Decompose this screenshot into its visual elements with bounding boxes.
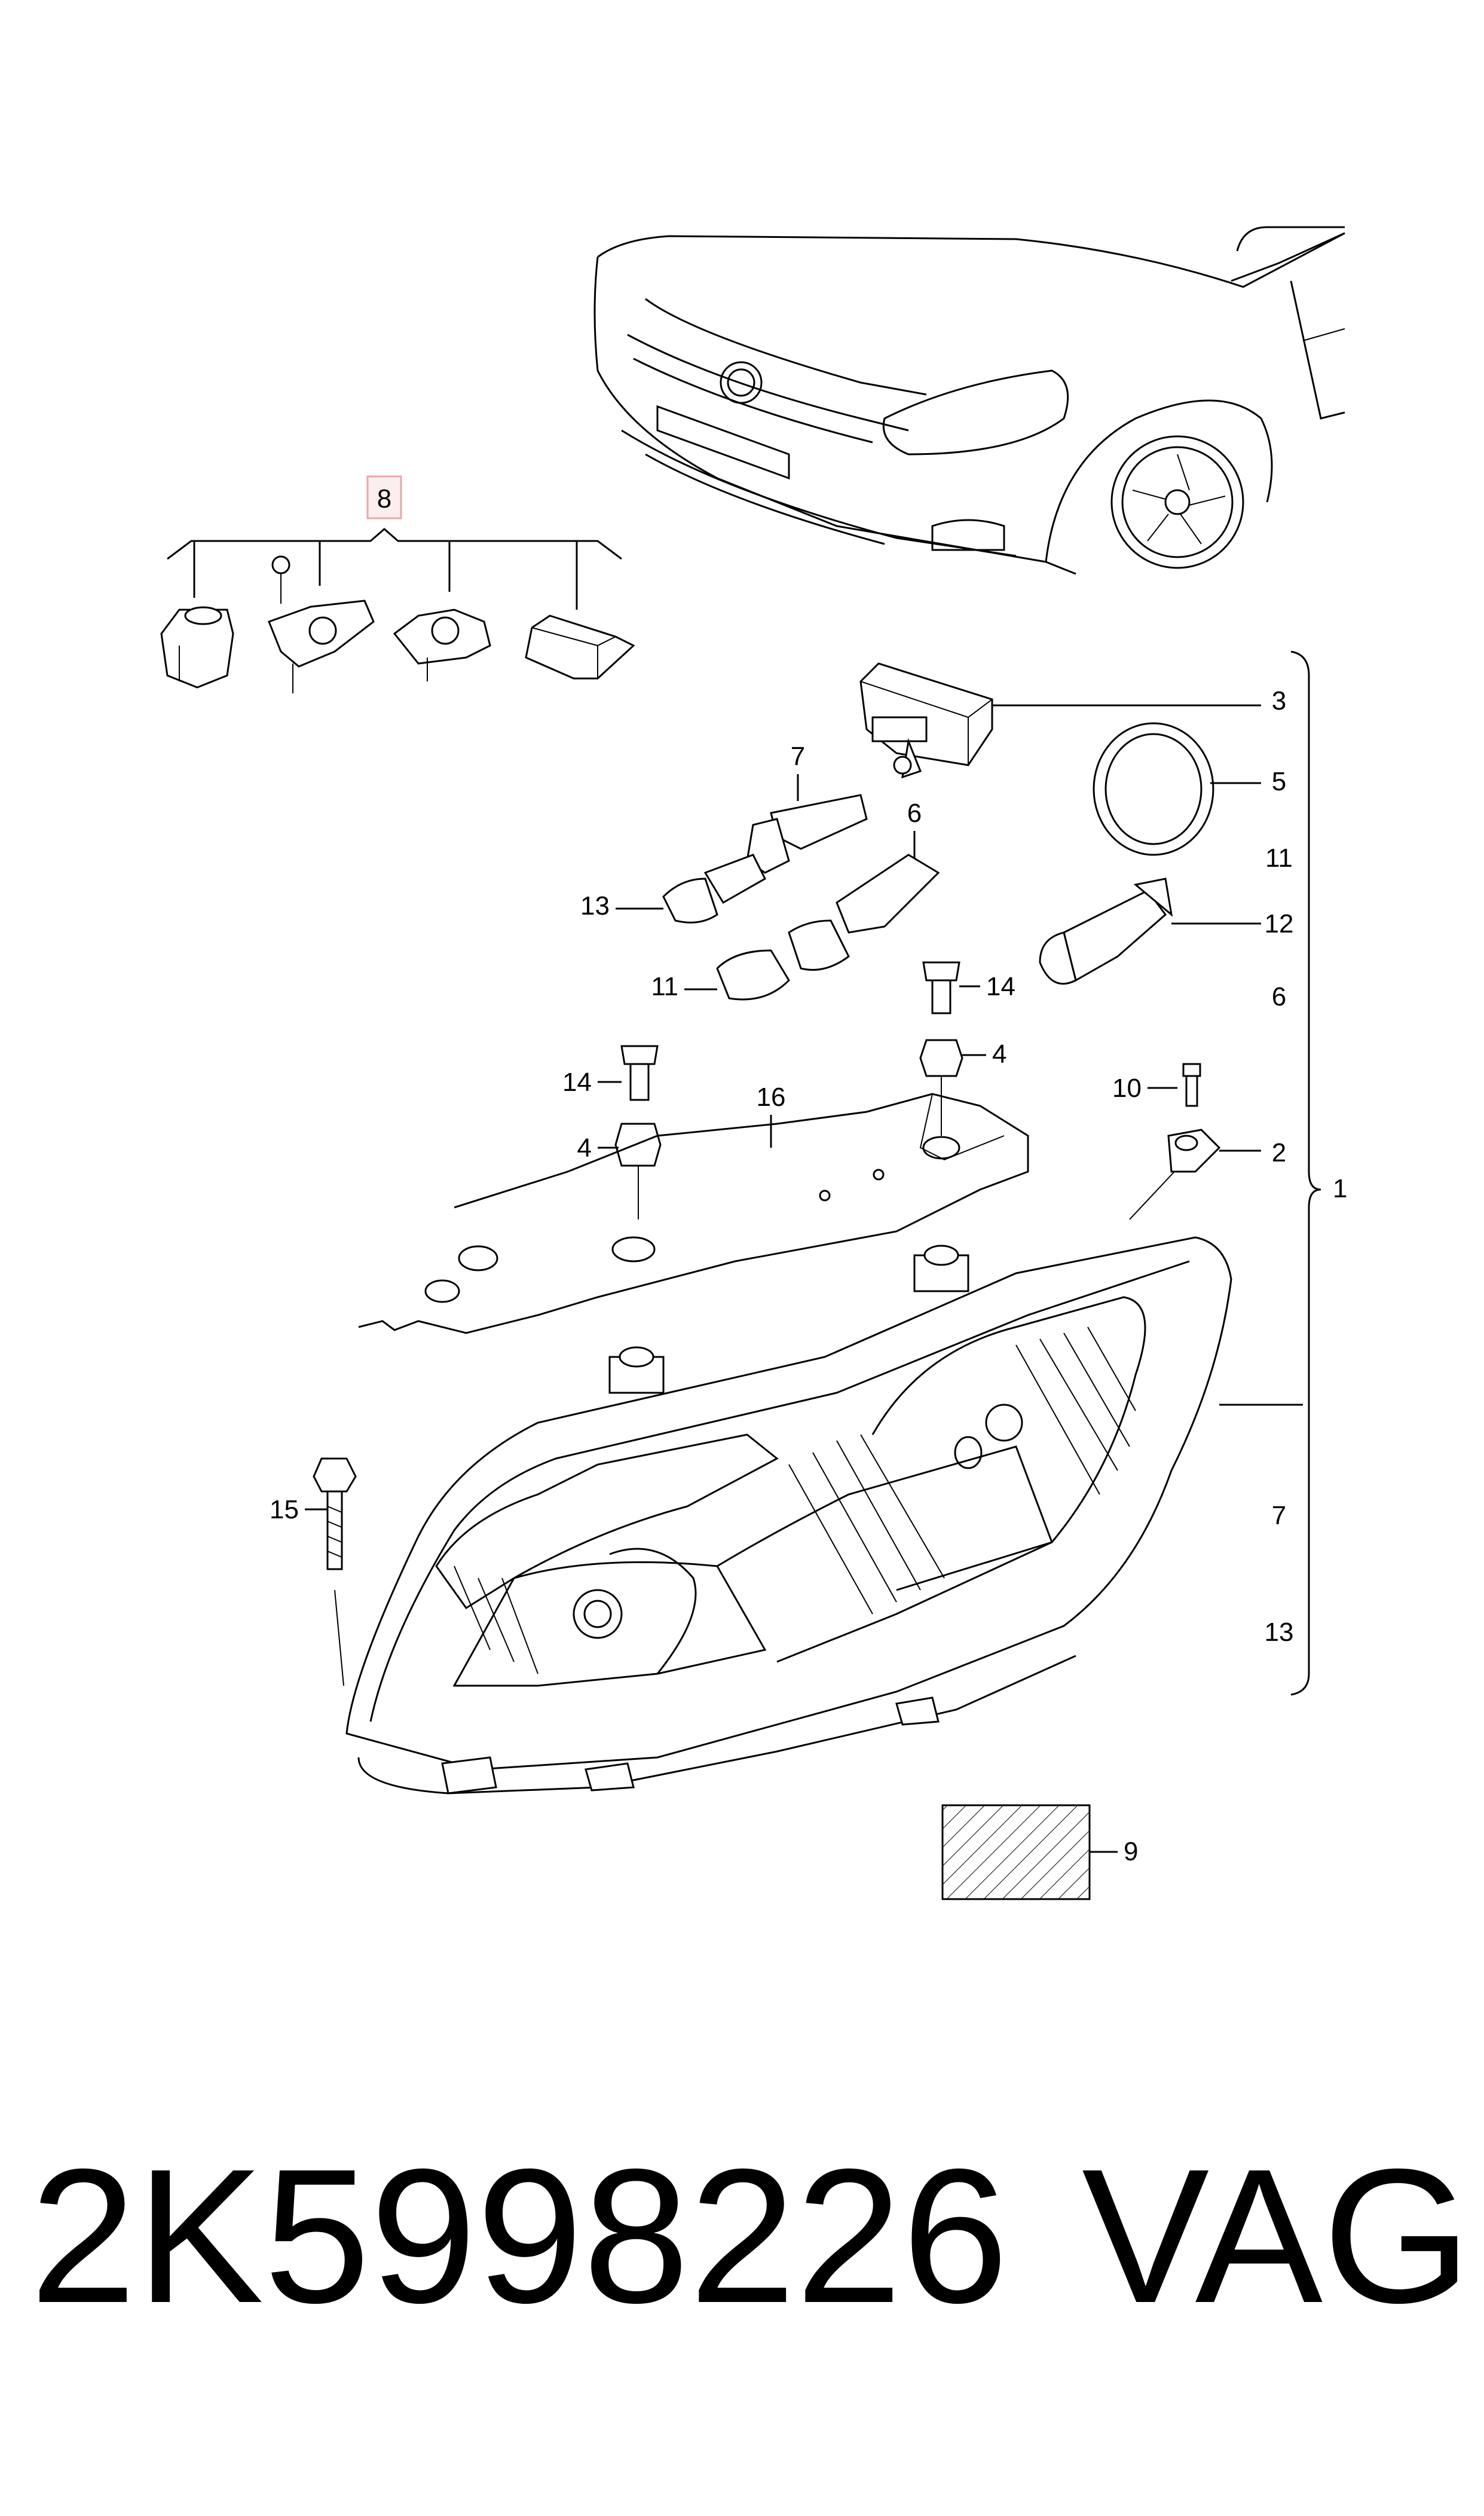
callout-15: 15 (270, 1495, 299, 1524)
callout-10: 10 (1112, 1074, 1142, 1103)
callout-8: 8 (377, 484, 391, 513)
screw-and-nut-left: 14 4 (562, 1045, 662, 1219)
car-front-illustration (593, 226, 1345, 575)
callout-3: 3 (1272, 686, 1286, 716)
callout-2: 2 (1272, 1138, 1286, 1167)
callout-12: 12 (1265, 909, 1294, 938)
callout-7-left: 7 (791, 742, 805, 771)
part-15-bolt: 15 (270, 1457, 357, 1686)
bracket-group-8: 8 (160, 475, 635, 693)
callout-11: 11 (1265, 843, 1293, 873)
assembly-bracket-1: 1 3 5 11 12 6 2 7 13 (1265, 650, 1347, 1696)
callout-13: 13 (1265, 1618, 1294, 1647)
hatched-label-rect (941, 1804, 1091, 1900)
screw-and-nut-right: 14 4 (919, 961, 1015, 1136)
callout-4-left: 4 (577, 1133, 592, 1163)
part-5-cap-ring (1093, 722, 1261, 856)
part-9-label: 9 (941, 1804, 1138, 1900)
part-16-mounting-panel: 16 (358, 1083, 1029, 1334)
callout-16: 16 (757, 1083, 786, 1112)
callout-11-left: 11 (651, 972, 678, 1001)
headlight-assembly (345, 1236, 1303, 1794)
brand-name: VAG (1082, 2129, 1472, 2343)
callout-4-right: 4 (992, 1040, 1006, 1069)
part-3-level-motor (859, 662, 1261, 779)
callout-9: 9 (1124, 1837, 1138, 1866)
screw-and-clip-10-2: 10 (1112, 1063, 1261, 1220)
part-number: 2K5998226 (30, 2129, 1009, 2343)
part-12-h4-bulb (1039, 878, 1261, 985)
callout-1: 1 (1333, 1174, 1347, 1203)
callout-8-highlight-box (366, 475, 402, 519)
callout-14-left: 14 (562, 1068, 592, 1097)
callout-6-left: 6 (907, 799, 922, 828)
callout-5: 5 (1272, 767, 1286, 796)
part-7-bulb-holder: 7 13 (580, 742, 868, 924)
part-6-bulb-holder: 6 11 (651, 799, 940, 1001)
callout-14-right: 14 (986, 972, 1015, 1001)
callout-13-left: 13 (580, 891, 610, 921)
callout-7: 7 (1272, 1501, 1286, 1530)
callout-6: 6 (1272, 982, 1286, 1011)
